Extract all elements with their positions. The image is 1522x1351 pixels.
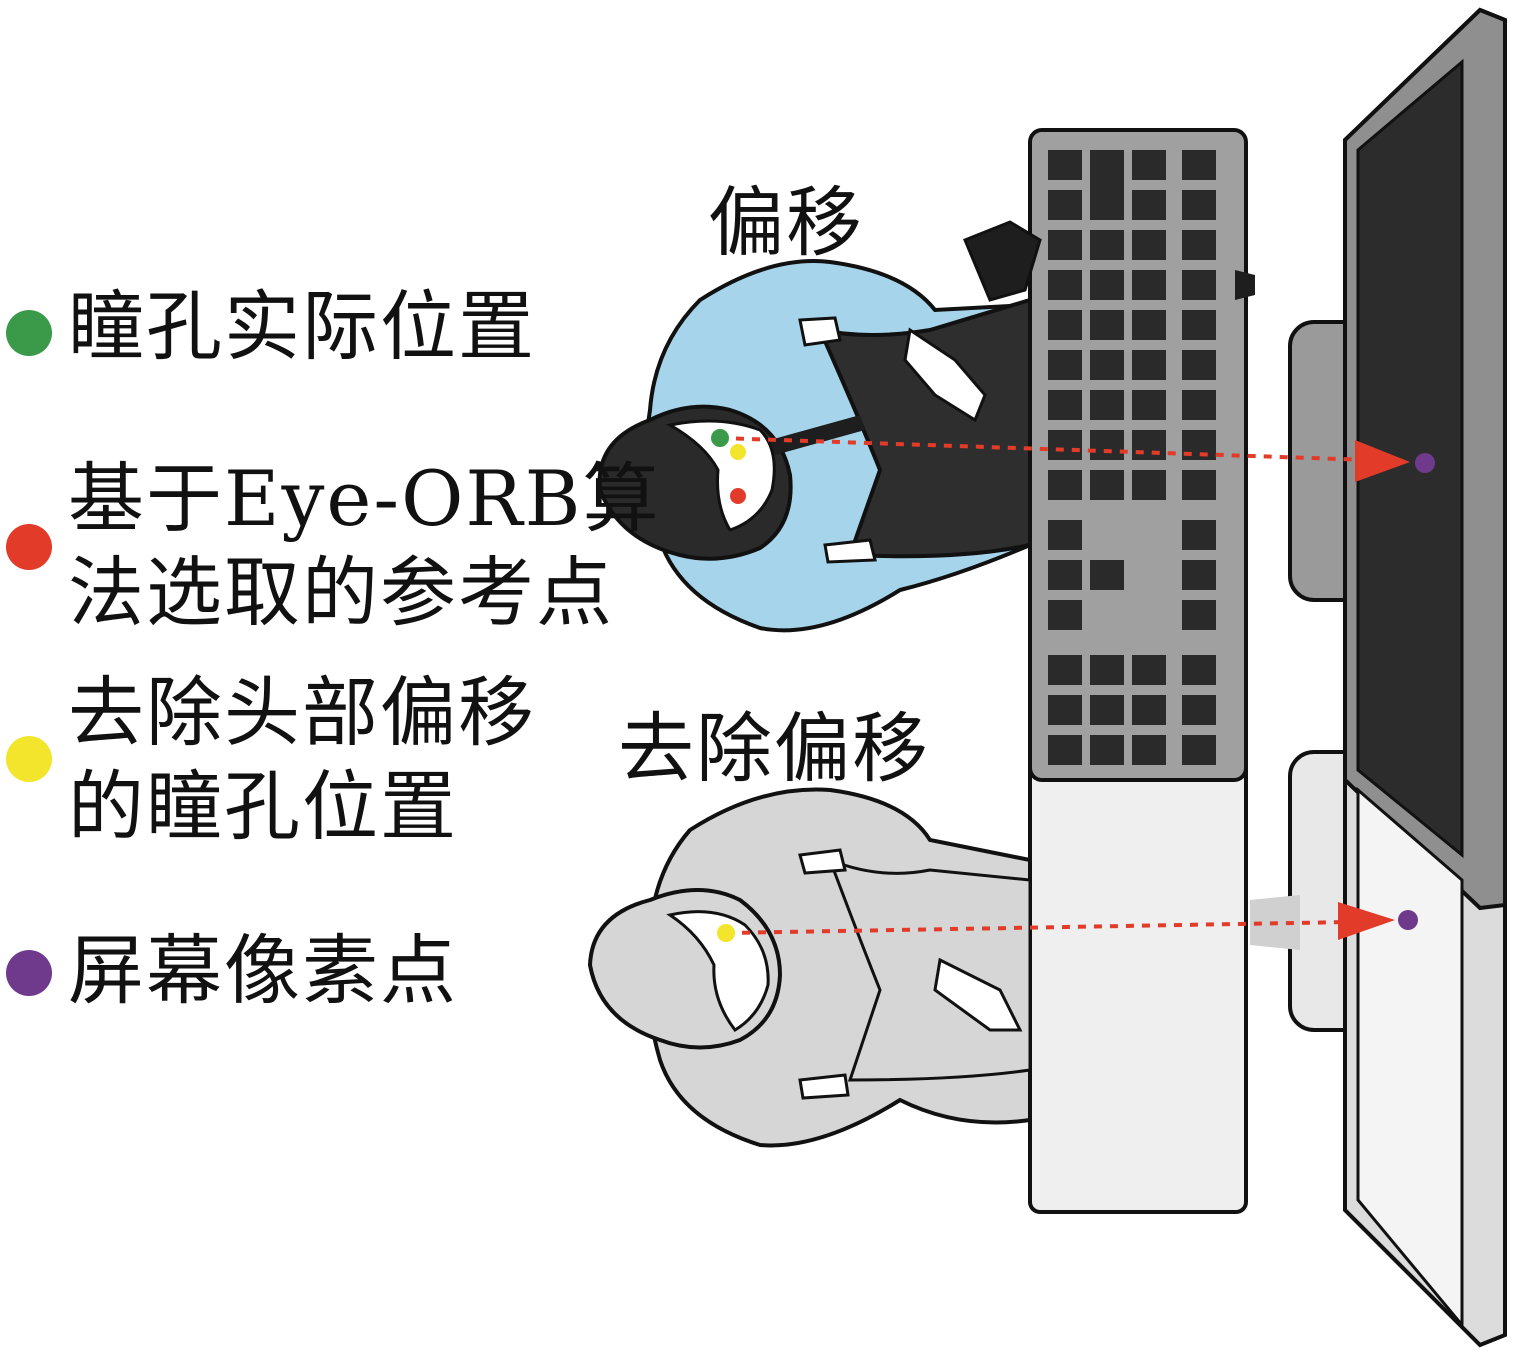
legend-label: 基于Eye-ORB算法选取的参考点 xyxy=(68,454,661,637)
cuff-top xyxy=(798,316,842,347)
desk-lower xyxy=(1028,758,1248,1214)
gaze-line-top xyxy=(719,436,1371,462)
person-with-offset xyxy=(597,220,1255,633)
tie xyxy=(770,415,865,455)
dark-vest xyxy=(816,297,1032,559)
gray-cuff-bottom xyxy=(798,1073,850,1100)
screen-pixel-point-top xyxy=(1415,453,1435,473)
gaze-arrowhead-bottom xyxy=(1338,902,1395,940)
legend-dot-red xyxy=(6,524,52,570)
gray-sleeve xyxy=(827,857,1032,1082)
gray-cuff-top xyxy=(798,848,847,875)
cuff-bottom xyxy=(823,538,877,564)
offset-removed-label: 去除偏移 xyxy=(618,704,930,793)
face xyxy=(665,419,776,532)
shoe xyxy=(963,220,1042,302)
monitor-screen xyxy=(1356,58,1464,859)
screen-pixel-point-bottom xyxy=(1398,910,1418,930)
monitor-screen-lower xyxy=(1356,786,1464,1330)
reference-point xyxy=(730,488,746,504)
sleeve xyxy=(903,327,987,423)
gray-collar xyxy=(933,957,1023,1032)
keyboard-keys xyxy=(1048,150,1216,765)
legend-label: 瞳孔实际位置 xyxy=(68,282,536,371)
gray-face xyxy=(666,910,770,1032)
gaze-arrowhead-top xyxy=(1355,440,1410,482)
pupil-actual-point xyxy=(711,429,729,447)
pupil-corrected-point xyxy=(730,444,746,460)
legend-label: 屏幕像素点 xyxy=(68,926,458,1015)
legend-label: 去除头部偏移的瞳孔位置 xyxy=(68,668,536,851)
legend-dot-purple xyxy=(6,950,52,996)
person-offset-removed xyxy=(587,787,1032,1148)
chair-arm xyxy=(1235,270,1255,300)
pupil-corrected-point-lower xyxy=(717,924,735,942)
legend-dot-yellow xyxy=(6,736,52,782)
offset-label: 偏移 xyxy=(708,178,864,267)
legend-dot-green xyxy=(6,310,52,356)
